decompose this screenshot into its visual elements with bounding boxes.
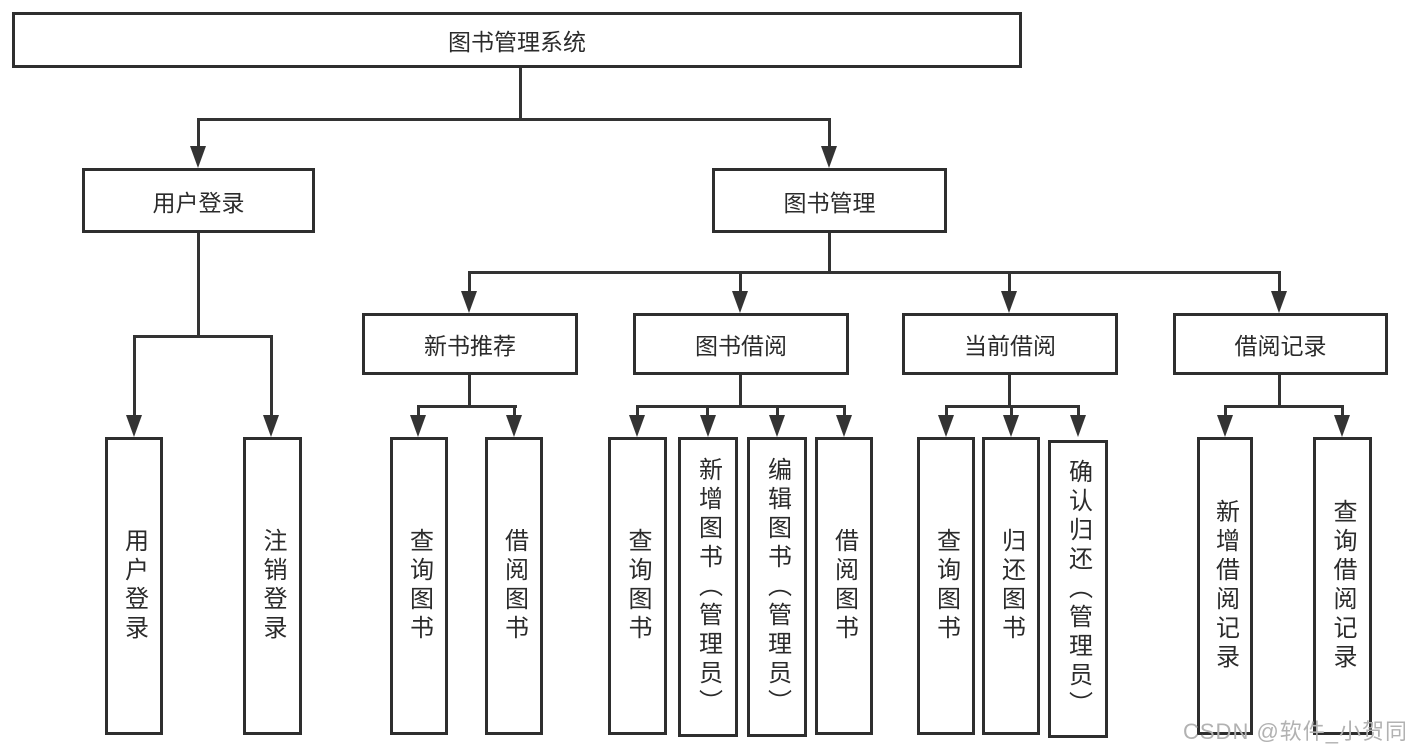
arrow-down-icon [629,415,645,437]
leaf-borrow-books-recommend: 借阅图书 [485,437,543,735]
arrow-down-icon [821,146,837,168]
connector-drop [1224,405,1227,417]
connector-drop [1010,405,1013,417]
leaf-user-login-label: 用户登录 [120,528,148,644]
arrow-down-icon [938,415,954,437]
connector-drop [776,405,779,417]
leaf-label: 查询图书 [405,528,433,644]
connector-book-borrow-stem [739,373,742,407]
connector-level2-rail [197,118,831,121]
arrow-down-icon [410,415,426,437]
leaf-edit-book-admin: 编辑图书（管理员） [747,437,807,737]
leaf-label: 查询图书 [932,528,960,644]
connector-drop-new-book [468,271,471,293]
connector-user-login-rail [134,335,273,338]
connector-drop [843,405,846,417]
connector-drop [417,405,420,417]
connector-drop [513,405,516,417]
leaf-query-books-borrow: 查询图书 [608,437,667,735]
arrow-down-icon [769,415,785,437]
leaf-query-books-recommend: 查询图书 [390,437,448,735]
arrow-down-icon [1271,291,1287,313]
arrow-down-icon [1334,415,1350,437]
leaf-logout: 注销登录 [243,437,302,735]
connector-book-mgmt-stem [828,231,831,273]
node-borrow-record-label: 借阅记录 [1234,333,1327,359]
node-user-login-label: 用户登录 [152,189,245,216]
node-book-borrow-label: 图书借阅 [695,333,787,359]
leaf-label: 新增借阅记录 [1211,499,1239,673]
arrow-down-icon [461,291,477,313]
leaf-query-books-current: 查询图书 [917,437,975,735]
connector-drop-user-login [197,118,200,148]
connector-level3-rail [469,271,1281,274]
arrow-down-icon [126,415,142,437]
node-borrow-record: 借阅记录 [1173,313,1388,375]
leaf-label: 借阅图书 [500,528,528,644]
node-book-mgmt-label: 图书管理 [783,189,876,216]
arrow-down-icon [1217,415,1233,437]
node-current-borrow: 当前借阅 [902,313,1118,375]
leaf-logout-label: 注销登录 [259,528,286,644]
csdn-watermark: CSDN @软件_小贺同学 [1183,719,1405,744]
node-root-label: 图书管理系统 [448,29,586,55]
connector-current-borrow-stem [1008,373,1011,407]
node-book-mgmt: 图书管理 [712,168,947,233]
connector-borrow-record-stem [1278,373,1281,407]
node-book-borrow: 图书借阅 [633,313,849,375]
connector-drop [636,405,639,417]
leaf-label: 编辑图书（管理员） [763,456,791,718]
node-new-book-recommend-label: 新书推荐 [424,333,516,359]
leaf-return-book: 归还图书 [982,437,1040,735]
leaf-label: 归还图书 [997,528,1025,644]
connector-root-stem [519,66,522,120]
connector-drop-book-mgmt [828,118,831,148]
connector-drop [1341,405,1344,417]
arrow-down-icon [1003,415,1019,437]
node-current-borrow-label: 当前借阅 [964,333,1056,359]
leaf-label: 借阅图书 [830,528,858,644]
node-new-book-recommend: 新书推荐 [362,313,578,375]
connector-book-borrow-rail [636,405,846,408]
leaf-add-book-admin: 新增图书（管理员） [678,437,738,737]
connector-borrow-record-rail [1224,405,1344,408]
leaf-borrow-book: 借阅图书 [815,437,873,735]
connector-drop [1077,405,1080,417]
connector-drop-book-borrow [739,271,742,293]
connector-new-book-rail [418,405,517,408]
arrow-down-icon [263,415,279,437]
arrow-down-icon [732,291,748,313]
arrow-down-icon [836,415,852,437]
connector-drop [706,405,709,417]
leaf-label: 确认归还（管理员） [1064,458,1092,720]
connector-drop [945,405,948,417]
leaf-label: 新增图书（管理员） [694,456,722,718]
connector-new-book-stem [468,373,471,407]
arrow-down-icon [506,415,522,437]
connector-user-login-stem [197,231,200,337]
leaf-query-borrow-record: 查询借阅记录 [1313,437,1372,735]
connector-drop-login-leaf [133,335,136,417]
connector-drop-borrow-record [1278,271,1281,293]
node-user-login: 用户登录 [82,168,315,233]
arrow-down-icon [700,415,716,437]
connector-drop-logout-leaf [270,335,273,417]
node-root: 图书管理系统 [12,12,1022,68]
connector-drop-current-borrow [1008,271,1011,293]
arrow-down-icon [1001,291,1017,313]
leaf-add-borrow-record: 新增借阅记录 [1197,437,1253,735]
arrow-down-icon [1070,415,1086,437]
leaf-label: 查询图书 [624,528,651,644]
leaf-label: 查询借阅记录 [1329,499,1356,673]
leaf-confirm-return-admin: 确认归还（管理员） [1048,440,1108,738]
leaf-user-login: 用户登录 [105,437,163,735]
arrow-down-icon [190,146,206,168]
